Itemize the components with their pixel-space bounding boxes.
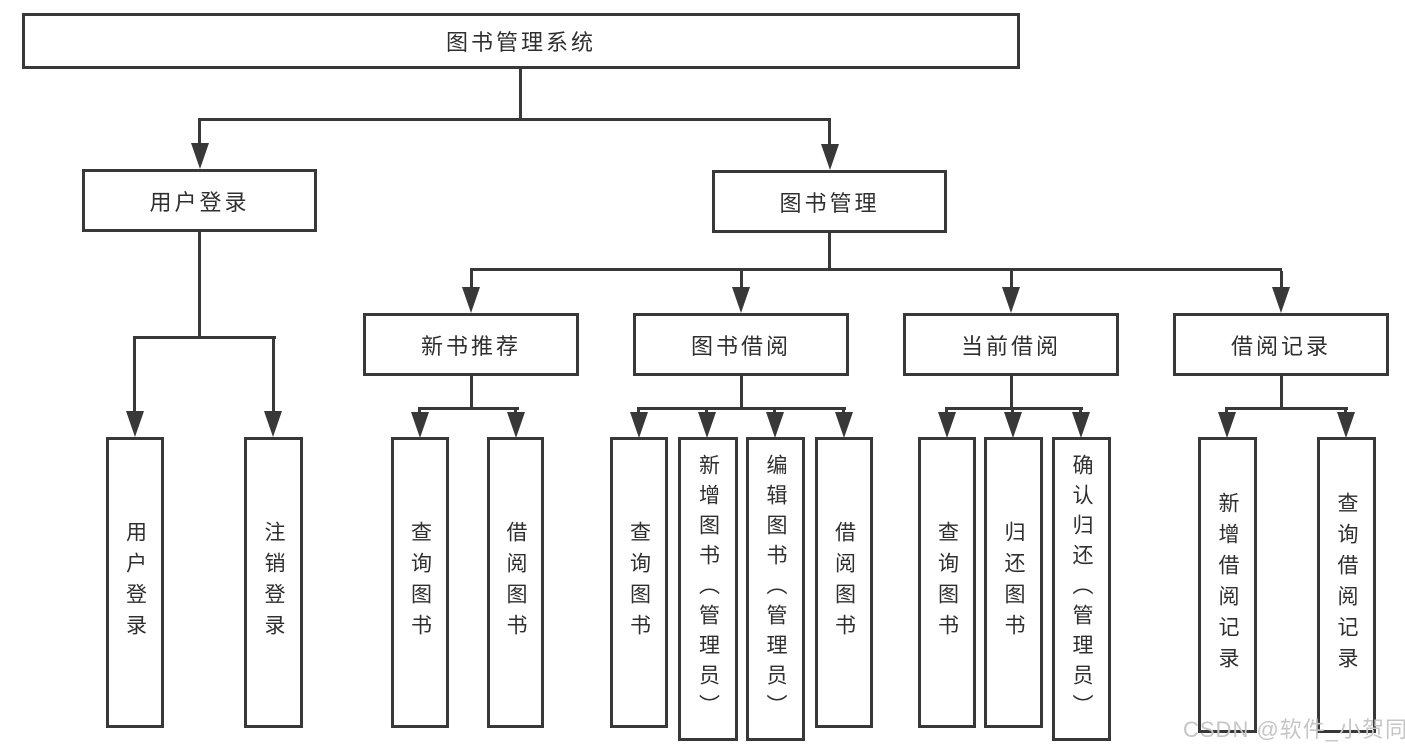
- arrow-down-icon: [1002, 287, 1020, 313]
- connector-stem: [133, 339, 136, 413]
- connector-currentborrow-rail: [945, 407, 1083, 410]
- connector-root-rail: [198, 118, 831, 121]
- arrow-down-icon: [630, 412, 648, 438]
- leaf-borrow-books: 借阅图书: [815, 437, 873, 728]
- leaf-user-login: 用户登录: [106, 437, 164, 728]
- arrow-down-icon: [1337, 412, 1355, 438]
- node-book-management: 图书管理: [712, 170, 947, 233]
- arrow-down-icon: [411, 412, 429, 438]
- connector-stem: [272, 339, 275, 413]
- connector-stem: [470, 271, 473, 288]
- connector-stem: [740, 271, 743, 288]
- leaf-add-books-admin: 新增图书（管理员）: [678, 437, 738, 741]
- leaf-edit-books-admin: 编辑图书（管理员）: [746, 437, 805, 741]
- leaf-add-borrow-record: 新增借阅记录: [1198, 437, 1257, 733]
- node-user-login: 用户登录: [82, 169, 317, 232]
- connector-userlogin-trunk: [198, 232, 201, 339]
- connector-newrec-trunk: [470, 376, 473, 410]
- arrow-down-icon: [462, 287, 480, 313]
- connector-newrec-rail: [418, 407, 519, 410]
- connector-currentborrow-trunk: [1010, 376, 1013, 410]
- arrow-down-icon: [766, 412, 784, 438]
- connector-bookmgmt-trunk: [828, 233, 831, 271]
- leaf-query-borrow-record: 查询借阅记录: [1317, 437, 1376, 733]
- arrow-down-icon: [1272, 287, 1290, 313]
- connector-bookborrow-rail: [637, 407, 846, 410]
- node-borrow-record: 借阅记录: [1173, 313, 1389, 376]
- leaf-current-query-books: 查询图书: [918, 437, 976, 728]
- node-new-book-recommend: 新书推荐: [363, 313, 579, 376]
- connector-bookborrow-trunk: [740, 376, 743, 410]
- connector-userlogin-rail: [133, 336, 276, 339]
- connector-root-trunk: [519, 68, 522, 120]
- connector-stem: [1010, 271, 1013, 288]
- arrow-down-icon: [264, 411, 282, 437]
- node-current-borrow: 当前借阅: [903, 313, 1119, 376]
- leaf-return-books: 归还图书: [984, 437, 1043, 728]
- arrow-down-icon: [191, 143, 209, 169]
- connector-stem: [198, 121, 201, 145]
- arrow-down-icon: [821, 144, 839, 170]
- connector-borrowrecord-rail: [1225, 407, 1348, 410]
- connector-stem: [1280, 271, 1283, 288]
- arrow-down-icon: [1218, 412, 1236, 438]
- connector-bookmgmt-rail: [470, 268, 1282, 271]
- connector-stem: [828, 121, 831, 146]
- arrow-down-icon: [126, 411, 144, 437]
- arrow-down-icon: [835, 412, 853, 438]
- arrow-down-icon: [1072, 412, 1090, 438]
- leaf-borrow-query-books: 查询图书: [610, 437, 668, 728]
- arrow-down-icon: [507, 412, 525, 438]
- connector-borrowrecord-trunk: [1280, 376, 1283, 410]
- node-root-system: 图书管理系统: [22, 13, 1020, 69]
- leaf-logout: 注销登录: [244, 437, 303, 728]
- node-book-borrow: 图书借阅: [633, 313, 849, 376]
- arrow-down-icon: [1004, 412, 1022, 438]
- arrow-down-icon: [938, 412, 956, 438]
- leaf-recommend-query-books: 查询图书: [391, 437, 449, 728]
- arrow-down-icon: [698, 412, 716, 438]
- leaf-confirm-return-admin: 确认归还（管理员）: [1052, 437, 1111, 741]
- arrow-down-icon: [732, 287, 750, 313]
- csdn-watermark: CSDN @软件_小贺同学: [1183, 717, 1405, 742]
- leaf-recommend-borrow-books: 借阅图书: [487, 437, 544, 728]
